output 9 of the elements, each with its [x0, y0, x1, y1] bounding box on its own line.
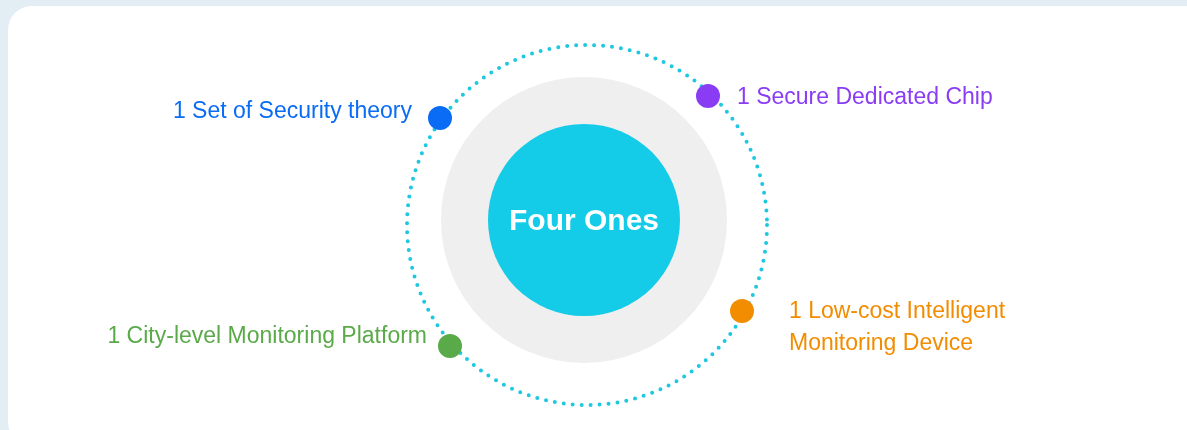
- item-label: 1 City-level Monitoring Platform: [106, 321, 427, 350]
- center-title: Four Ones: [509, 203, 659, 237]
- marker-dot: [438, 334, 462, 358]
- item-label: 1 Set of Security theory: [171, 96, 412, 125]
- marker-dot: [730, 299, 754, 323]
- item-label: 1 Secure Dedicated Chip: [737, 82, 994, 111]
- marker-dot: [696, 84, 720, 108]
- marker-dot: [428, 106, 452, 130]
- item-label: 1 Low-cost Intelligent Monitoring Device: [789, 296, 1007, 357]
